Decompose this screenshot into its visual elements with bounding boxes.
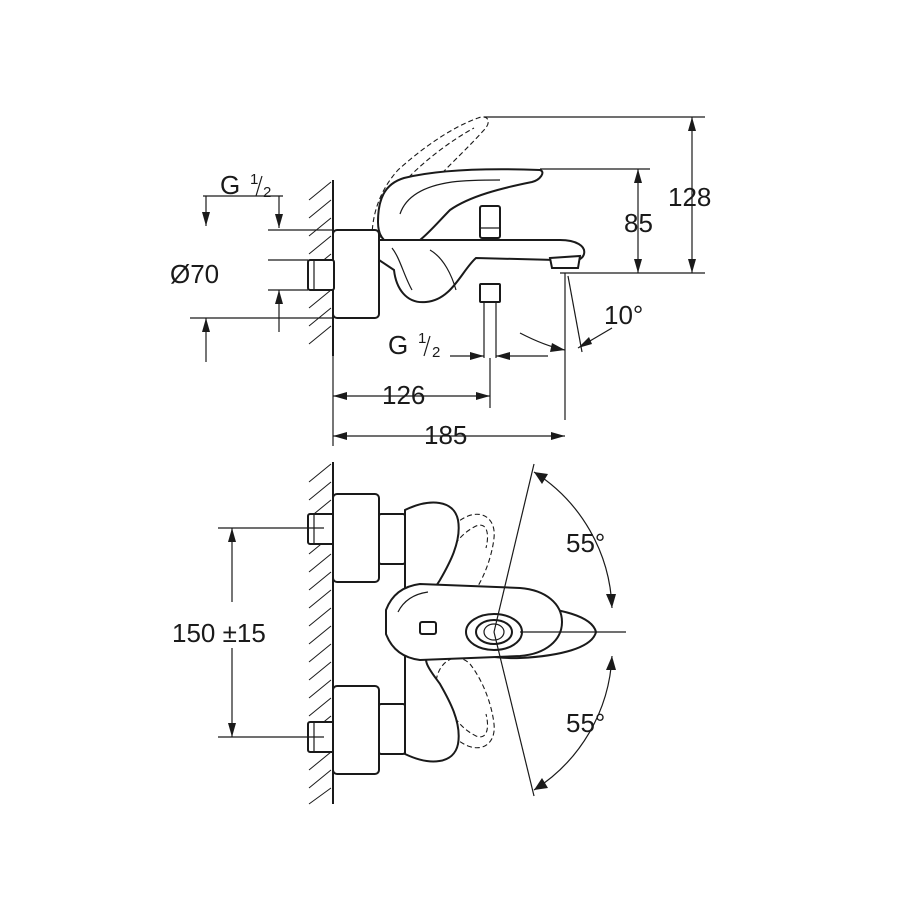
wall-flange	[332, 229, 380, 319]
aerator	[548, 254, 582, 269]
label-diameter: Ø70	[170, 259, 219, 289]
thread-left-slash	[255, 175, 263, 197]
lever-handle	[376, 168, 544, 241]
label-spout-angle: 10°	[604, 300, 643, 330]
dim-diameter	[202, 290, 283, 362]
dim-height-85	[540, 168, 650, 273]
thread-left-den: 2	[263, 184, 271, 201]
flange-upper	[332, 493, 380, 583]
label-height-128: 128	[668, 182, 711, 212]
eccentric-upper	[378, 513, 406, 565]
thread-left-num: 1	[250, 171, 258, 188]
top-down-view: 55° 55° 150 ±15	[172, 462, 626, 805]
label-projection-185: 185	[424, 420, 467, 450]
thread-left-base: G	[220, 170, 240, 200]
thread-bottom-den: 2	[432, 344, 440, 361]
thread-left-dim	[202, 195, 283, 228]
label-angle-lower: 55°	[566, 708, 605, 738]
side-view: 128 85 G 1 2	[170, 116, 711, 450]
shower-outlet	[479, 283, 501, 303]
flange-lower	[332, 685, 380, 775]
dim-spout-angle	[519, 273, 613, 420]
label-centers-150: 150 ±15	[172, 618, 266, 648]
diverter-knob	[479, 205, 501, 239]
lever-rotated-up-inner	[445, 524, 489, 567]
angle-upper-arc	[533, 471, 616, 609]
thread-bottom-num: 1	[418, 330, 426, 347]
label-outlet-126: 126	[382, 380, 425, 410]
thread-bottom-base: G	[388, 330, 408, 360]
dim-projection-185	[333, 432, 565, 440]
connector-nut-left	[307, 259, 335, 291]
thread-bottom-dim	[450, 352, 548, 360]
dim-height-128	[484, 116, 705, 274]
dim-centers-150	[218, 527, 324, 738]
indicator-dot	[419, 621, 437, 635]
mixer-body	[378, 239, 586, 304]
angle-lower-arc	[533, 655, 616, 791]
eccentric-lower	[378, 703, 406, 755]
lever-rotated-down-inner	[445, 695, 489, 738]
connector-nut-upper	[307, 513, 335, 545]
label-angle-upper: 55°	[566, 528, 605, 558]
thread-bottom-slash	[423, 335, 431, 357]
dim-outlet-126	[332, 356, 491, 446]
label-height-85: 85	[624, 208, 653, 238]
